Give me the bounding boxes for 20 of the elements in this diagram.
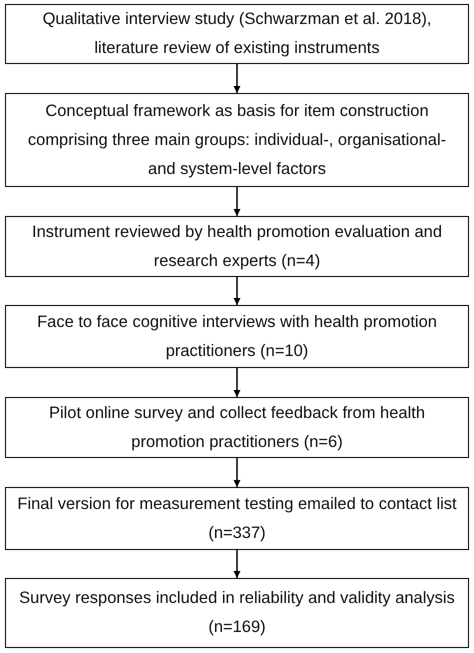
step-text: Face to face cognitive interviews with health promotion practitioners (n=10) [36,312,438,362]
process-box [5,216,469,277]
arrow [234,277,240,305]
step-text: Conceptual framework as basis for item construction comprising three main groups: individual-, organisational- and system-level factors [26,100,448,180]
process-box [5,397,469,458]
process-box [5,305,469,368]
process-box [5,93,469,187]
step-text: Instrument reviewed by health promotion evaluation and research experts (n=4) [31,222,443,272]
step-text: Final version for measurement testing emailed to contact list (n=337) [16,494,458,544]
process-box [5,4,469,64]
step-text: Pilot online survey and collect feedback from health promotion practitioners (n=6) [48,402,426,452]
process-box [5,578,469,648]
arrow [234,550,240,578]
arrow [234,368,240,397]
arrow [234,458,240,487]
arrow [234,187,240,216]
process-box [5,487,469,550]
step-text: Survey responses included in reliability and validity analysis (n=169) [18,588,456,638]
step-text: Qualitative interview study (Schwarzman et al. 2018), literature review of existing instruments [42,9,432,59]
arrow [234,64,240,93]
